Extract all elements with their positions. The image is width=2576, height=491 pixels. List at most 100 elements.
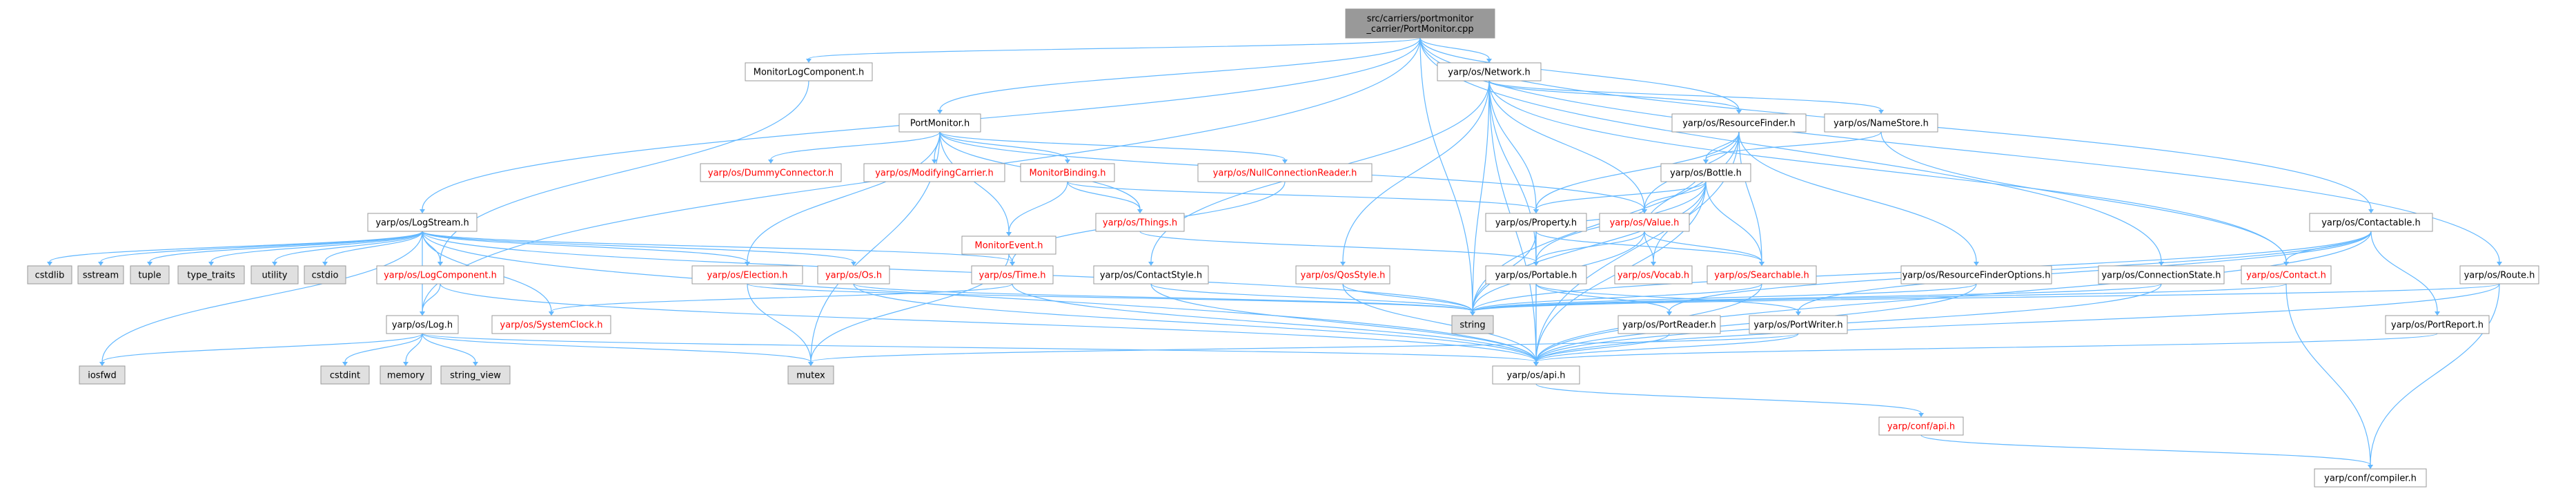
node-label-mutex: mutex xyxy=(796,371,825,381)
node-label-api: yarp/os/api.h xyxy=(1507,371,1566,381)
edge-contactstyle-to-api xyxy=(1150,283,1537,363)
edge-arrowhead-api-to-confapi xyxy=(1918,413,1924,417)
node-tuple[interactable]: tuple xyxy=(130,265,170,285)
node-cstdint[interactable]: cstdint xyxy=(320,365,370,385)
node-sysclock[interactable]: yarp/os/SystemClock.h xyxy=(491,315,611,334)
node-me[interactable]: MonitorEvent.h xyxy=(961,235,1056,255)
node-qos[interactable]: yarp/os/QosStyle.h xyxy=(1295,265,1390,285)
node-mlc[interactable]: MonitorLogComponent.h xyxy=(745,62,873,81)
node-rf[interactable]: yarp/os/ResourceFinder.h xyxy=(1671,113,1807,133)
node-box-cstdlib xyxy=(27,265,72,285)
node-stringview[interactable]: string_view xyxy=(440,365,511,385)
node-label-portreport: yarp/os/PortReport.h xyxy=(2391,320,2484,331)
edge-pm-to-ncr xyxy=(939,131,1286,160)
node-ns[interactable]: yarp/os/NameStore.h xyxy=(1824,113,1938,133)
node-utility[interactable]: utility xyxy=(250,265,299,285)
edge-arrowhead-value-to-searchable xyxy=(1759,262,1764,266)
node-cstdlib[interactable]: cstdlib xyxy=(27,265,72,285)
node-time[interactable]: yarp/os/Time.h xyxy=(971,265,1054,285)
edge-arrowhead-log-to-cstdint xyxy=(342,362,348,366)
node-box-vocab xyxy=(1614,265,1693,285)
edge-root-to-connstate xyxy=(1419,37,2162,262)
node-portwriter[interactable]: yarp/os/PortWriter.h xyxy=(1749,315,1848,334)
node-box-typetraits xyxy=(177,265,245,285)
node-cstdio[interactable]: cstdio xyxy=(304,265,346,285)
node-label-string: string xyxy=(1459,320,1485,331)
node-box-memory xyxy=(380,365,432,385)
node-logcomp[interactable]: yarp/os/LogComponent.h xyxy=(376,265,504,285)
node-route[interactable]: yarp/os/Route.h xyxy=(2459,265,2539,285)
node-mutex[interactable]: mutex xyxy=(787,365,834,385)
edge-arrowhead-portwriter-to-mutex xyxy=(808,362,814,366)
node-pm[interactable]: PortMonitor.h xyxy=(898,113,981,133)
node-log[interactable]: yarp/os/Log.h xyxy=(386,315,459,334)
node-election[interactable]: yarp/os/Election.h xyxy=(691,265,803,285)
node-label-contactstyle: yarp/os/ContactStyle.h xyxy=(1100,271,1202,281)
node-api[interactable]: yarp/os/api.h xyxy=(1492,365,1580,385)
node-compiler[interactable]: yarp/conf/compiler.h xyxy=(2314,468,2427,488)
node-string[interactable]: string xyxy=(1451,315,1494,334)
node-contactstyle[interactable]: yarp/os/ContactStyle.h xyxy=(1093,265,1209,285)
node-sstream[interactable]: sstream xyxy=(77,265,124,285)
node-value[interactable]: yarp/os/Value.h xyxy=(1599,213,1690,232)
node-things[interactable]: yarp/os/Things.h xyxy=(1095,213,1185,232)
edge-net-to-prop xyxy=(1488,80,1537,210)
node-iosfwd[interactable]: iosfwd xyxy=(79,365,126,385)
node-box-stringview xyxy=(440,365,511,385)
edge-arrowhead-value-to-vocab xyxy=(1651,262,1656,266)
node-dummy[interactable]: yarp/os/DummyConnector.h xyxy=(700,163,842,182)
edge-logstream-to-election xyxy=(422,231,748,262)
node-label-things: yarp/os/Things.h xyxy=(1103,218,1177,229)
node-contact[interactable]: yarp/os/Contact.h xyxy=(2241,265,2332,285)
node-confapi[interactable]: yarp/conf/api.h xyxy=(1878,416,1964,436)
node-searchable[interactable]: yarp/os/Searchable.h xyxy=(1707,265,1817,285)
node-logstream[interactable]: yarp/os/LogStream.h xyxy=(367,213,478,232)
node-box-modcar xyxy=(863,163,1005,182)
node-label-root: _carrier/PortMonitor.cpp xyxy=(1366,24,1473,35)
node-bottle[interactable]: yarp/os/Bottle.h xyxy=(1660,163,1751,182)
edge-logstream-to-string xyxy=(422,231,1473,312)
node-label-cstdlib: cstdlib xyxy=(35,271,65,281)
edge-arrowhead-log-to-memory xyxy=(403,362,409,366)
edge-portable-to-portreader xyxy=(1535,283,1670,312)
edge-arrowhead-pm-to-modcar xyxy=(932,160,937,164)
edge-bottle-to-prop xyxy=(1535,181,1707,210)
node-label-ncr: yarp/os/NullConnectionReader.h xyxy=(1213,169,1357,179)
edge-log-to-mutex xyxy=(422,333,812,363)
edge-time-to-sysclock xyxy=(551,283,1013,312)
node-connstate[interactable]: yarp/os/ConnectionState.h xyxy=(2098,265,2225,285)
edge-net-to-ns xyxy=(1488,80,1882,110)
edge-log-to-api xyxy=(422,333,1537,363)
node-net[interactable]: yarp/os/Network.h xyxy=(1437,62,1542,81)
node-portable[interactable]: yarp/os/Portable.h xyxy=(1485,265,1587,285)
edge-api-to-confapi xyxy=(1535,383,1922,414)
node-typetraits[interactable]: type_traits xyxy=(177,265,245,285)
edge-arrowhead-logstream-to-logcomp xyxy=(437,262,443,266)
node-osos[interactable]: yarp/os/Os.h xyxy=(817,265,890,285)
node-ncr[interactable]: yarp/os/NullConnectionReader.h xyxy=(1197,163,1373,182)
node-label-rfo: yarp/os/ResourceFinderOptions.h xyxy=(1902,271,2051,281)
edge-contactable-to-portwriter xyxy=(1798,231,2372,312)
node-memory[interactable]: memory xyxy=(380,365,432,385)
node-portreport[interactable]: yarp/os/PortReport.h xyxy=(2385,315,2490,334)
node-box-mutex xyxy=(787,365,834,385)
node-root[interactable]: src/carriers/portmonitor_carrier/PortMon… xyxy=(1345,8,1495,39)
node-prop[interactable]: yarp/os/Property.h xyxy=(1485,213,1587,232)
node-contactable[interactable]: yarp/os/Contactable.h xyxy=(2309,213,2433,232)
edge-arrowhead-root-to-mlc xyxy=(806,59,812,63)
edge-net-to-qos xyxy=(1342,80,1490,262)
node-box-portreport xyxy=(2385,315,2490,334)
node-box-time xyxy=(971,265,1054,285)
edge-root-to-net xyxy=(1419,37,1490,59)
node-rfo[interactable]: yarp/os/ResourceFinderOptions.h xyxy=(1900,265,2052,285)
edge-log-to-memory xyxy=(405,333,423,363)
node-label-sysclock: yarp/os/SystemClock.h xyxy=(500,320,603,331)
edge-arrowhead-logstream-to-osos xyxy=(851,262,856,266)
node-vocab[interactable]: yarp/os/Vocab.h xyxy=(1614,265,1693,285)
node-portreader[interactable]: yarp/os/PortReader.h xyxy=(1618,315,1721,334)
edge-route-to-compiler xyxy=(2370,283,2500,465)
node-mb[interactable]: MonitorBinding.h xyxy=(1020,163,1115,182)
node-box-compiler xyxy=(2314,468,2427,488)
node-box-cstdint xyxy=(320,365,370,385)
node-modcar[interactable]: yarp/os/ModifyingCarrier.h xyxy=(863,163,1005,182)
